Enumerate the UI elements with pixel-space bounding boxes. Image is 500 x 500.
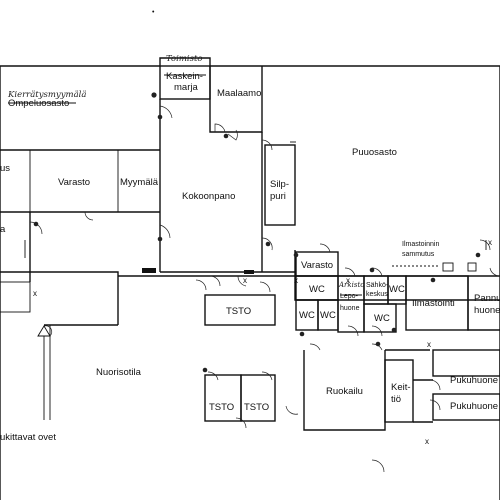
- legend-lukittavat-ovet: ukittavat ovet: [0, 432, 56, 443]
- label-a-left: a: [0, 224, 6, 235]
- label-varasto-left: Varasto: [58, 177, 90, 188]
- label-keittio-1: Keit-: [391, 382, 411, 393]
- label-kaskeinmarja-2: marja: [174, 82, 198, 93]
- legend-symbol: [37, 325, 51, 420]
- label-wc-top: WC: [309, 284, 325, 295]
- room-labels: Toimisto Kaskein- marja Maalaamo Kierrät…: [0, 54, 500, 413]
- x-marker-1: x: [33, 289, 37, 298]
- x-marker-6: x: [488, 238, 492, 247]
- label-us: us: [0, 163, 10, 174]
- label-pukuhuone-top: Pukuhuone: [450, 375, 498, 386]
- label-lepohuone-1: Lepo-: [340, 293, 359, 300]
- label-pukuhuone-bottom: Pukuhuone: [450, 401, 498, 412]
- x-markers: x x x x x x x: [33, 238, 492, 446]
- label-kierratysmyymala: Kierrätysmyymälä: [7, 90, 86, 100]
- label-kaskeinmarja-1: Kaskein-: [166, 71, 203, 82]
- label-silppuri-2: puri: [270, 191, 286, 202]
- label-wc-bottom-mid: WC: [320, 310, 336, 321]
- label-kokoonpano: Kokoonpano: [182, 191, 235, 202]
- label-silppuri-1: Silp-: [270, 179, 289, 190]
- label-lepohuone-2: huone: [340, 305, 360, 312]
- label-ilmastointi: Ilmastointi: [412, 298, 455, 309]
- label-keittio-2: tiö: [391, 394, 401, 405]
- label-pannuhuone-1: Pannu: [474, 293, 500, 304]
- strike-lines: [8, 74, 362, 296]
- label-wc-bottom-right: WC: [374, 313, 390, 324]
- label-varasto-mid: Varasto: [301, 260, 333, 271]
- top-left-section: [0, 65, 500, 325]
- label-sahkokeskus-1: Sähkö-: [366, 282, 389, 289]
- x-marker-4: x: [346, 276, 350, 285]
- label-maalaamo: Maalaamo: [217, 88, 261, 99]
- label-sahkokeskus-2: keskus: [366, 291, 388, 298]
- locked-door-dots: [33, 92, 481, 373]
- label-toimisto: Toimisto: [166, 54, 203, 64]
- legend: ukittavat ovet: [0, 432, 56, 443]
- lower-section: [44, 294, 500, 431]
- x-marker-3: x: [294, 276, 298, 285]
- label-pannuhuone-2: huone: [474, 305, 500, 316]
- label-wc-right: WC: [389, 284, 405, 295]
- middle-top-walls: [261, 132, 500, 301]
- label-puuosasto: Puuosasto: [352, 147, 397, 158]
- label-tsto-mid: TSTO: [226, 306, 251, 317]
- label-nuorisotila: Nuorisotila: [96, 367, 142, 378]
- label-ruokailu: Ruokailu: [326, 386, 363, 397]
- label-myymala: Myymälä: [120, 177, 159, 188]
- label-tsto-low-right: TSTO: [244, 402, 269, 413]
- x-marker-2: x: [243, 276, 247, 285]
- x-marker-7: x: [425, 437, 429, 446]
- services-block: [295, 240, 500, 333]
- label-ilmastoinnin-2: sammutus: [402, 251, 435, 258]
- label-wc-bottom-left: WC: [299, 310, 315, 321]
- x-marker-5: x: [427, 340, 431, 349]
- outer-walls: [0, 57, 500, 500]
- header-dot: •: [152, 9, 155, 16]
- label-ilmastoinnin-1: Ilmastoinnin: [402, 241, 439, 248]
- label-ompeluosasto: Ompeluosasto: [8, 98, 69, 109]
- label-tsto-low-left: TSTO: [209, 402, 234, 413]
- label-arkisto: Arkisto: [338, 281, 365, 289]
